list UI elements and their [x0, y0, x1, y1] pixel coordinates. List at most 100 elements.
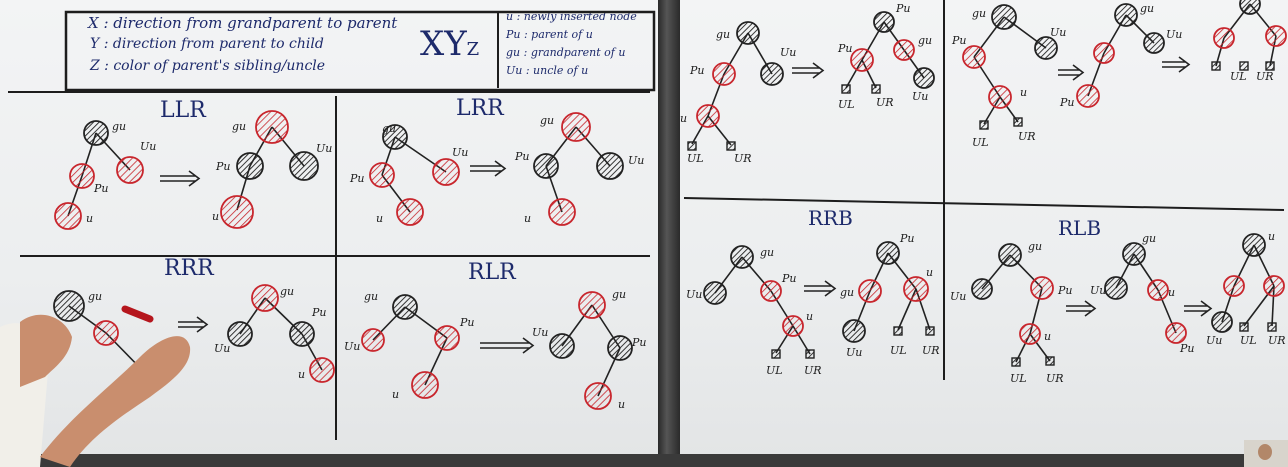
black-node: [971, 278, 993, 300]
red-node: [309, 357, 335, 383]
node-label-ur: UR: [1268, 334, 1286, 347]
transform-arrow: [160, 170, 201, 187]
red-node: [434, 325, 460, 351]
null-leaf: [1267, 322, 1277, 332]
red-node: [1263, 275, 1285, 297]
legend-formula-sub: Z: [466, 39, 480, 60]
red-node: [1265, 25, 1287, 47]
black-node: [289, 151, 319, 181]
case-title-ll-r: LLR: [160, 98, 206, 123]
red-node: [1093, 42, 1115, 64]
black-node: [549, 333, 575, 359]
red-node: [116, 156, 144, 184]
null-leaf: [1239, 322, 1249, 332]
transform-arrow: [804, 280, 837, 297]
node-label-ul: UL: [890, 344, 907, 357]
black-node: [236, 152, 264, 180]
null-leaf: [1045, 356, 1055, 366]
red-node: [369, 162, 395, 188]
node-label-pu: Pu: [895, 2, 911, 15]
transform-arrow: [1184, 300, 1213, 317]
node-label-uu: Uu: [1090, 284, 1106, 297]
node-label-uu: Uu: [344, 340, 360, 353]
node-label-gu: gu: [1028, 240, 1042, 253]
node-labels: guUuPuuguPuUuuguUuPuuguPuUuuguuguUuPuugu…: [86, 2, 1286, 411]
legend-formula-main: XY: [420, 24, 467, 64]
node-label-pu: Pu: [837, 42, 853, 55]
red-node: [858, 279, 882, 303]
black-node: [1114, 3, 1138, 27]
node-label-pu: Pu: [1179, 342, 1195, 355]
null-leaf: [1013, 117, 1023, 127]
black-node: [1242, 233, 1266, 257]
black-node: [913, 67, 935, 89]
node-label-uu: Uu: [686, 288, 702, 301]
node-label-u: u: [376, 212, 383, 225]
node-label-gu: gu: [972, 7, 986, 20]
legend-z-line: Z : color of parent's sibling/uncle: [90, 58, 326, 74]
node-label-gu: gu: [540, 114, 554, 127]
null-leaf: [1239, 61, 1249, 71]
null-leaf: [1265, 61, 1275, 71]
red-node: [1147, 279, 1169, 301]
case-title-rl-b: RLB: [1058, 216, 1102, 240]
webcam-thumbnail: [1244, 440, 1288, 467]
black-node: [1143, 32, 1165, 54]
null-leaf: [871, 84, 881, 94]
black-node: [1034, 36, 1058, 60]
legend-y-line: Y : direction from parent to child: [90, 36, 324, 52]
node-label-gu: gu: [716, 28, 730, 41]
red-node: [712, 62, 736, 86]
board-tray: [0, 454, 1288, 467]
node-label-ul: UL: [687, 152, 704, 165]
red-node: [1076, 84, 1100, 108]
node-label-u: u: [1044, 330, 1051, 343]
black-node: [876, 241, 900, 265]
red-node: [93, 320, 119, 346]
node-label-pu: Pu: [951, 34, 967, 47]
node-label-ur: UR: [734, 152, 752, 165]
red-node: [962, 45, 986, 69]
case-title-rl-r: RLR: [468, 260, 516, 285]
black-node: [382, 124, 408, 150]
node-label-pu: Pu: [349, 172, 365, 185]
node-label-pu: Pu: [631, 336, 647, 349]
node-label-uu: Uu: [140, 140, 156, 153]
node-label-gu: gu: [112, 120, 126, 133]
null-leaf: [841, 84, 851, 94]
node-label-ur: UR: [1046, 372, 1064, 385]
node-label-uu: Uu: [532, 326, 548, 339]
black-node: [1211, 311, 1233, 333]
transform-arrow: [178, 316, 209, 333]
null-leaf: [925, 326, 935, 336]
red-node: [1223, 275, 1245, 297]
node-label-u: u: [1268, 230, 1275, 243]
tree-nodes: [53, 0, 1287, 410]
node-label-ur: UR: [1018, 130, 1036, 143]
node-label-u: u: [680, 112, 687, 125]
red-node: [1030, 276, 1054, 300]
black-node: [227, 321, 253, 347]
red-node: [561, 112, 591, 142]
node-label-gu: gu: [612, 288, 626, 301]
node-label-gu: gu: [232, 120, 246, 133]
red-node: [578, 291, 606, 319]
black-node: [1239, 0, 1261, 15]
red-node: [893, 39, 915, 61]
node-label-gu: gu: [382, 122, 396, 135]
node-label-gu: gu: [840, 286, 854, 299]
black-node: [1122, 242, 1146, 266]
red-node: [903, 276, 929, 302]
black-node: [873, 11, 895, 33]
node-label-uu: Uu: [628, 154, 644, 167]
node-label-ur: UR: [876, 96, 894, 109]
node-label-ul: UL: [766, 364, 783, 377]
node-label-uu: Uu: [316, 142, 332, 155]
node-label-uu: Uu: [950, 290, 966, 303]
node-label-u: u: [926, 266, 933, 279]
black-node: [533, 153, 559, 179]
red-node: [584, 382, 612, 410]
node-label-u: u: [392, 388, 399, 401]
transform-arrow: [1058, 64, 1085, 81]
